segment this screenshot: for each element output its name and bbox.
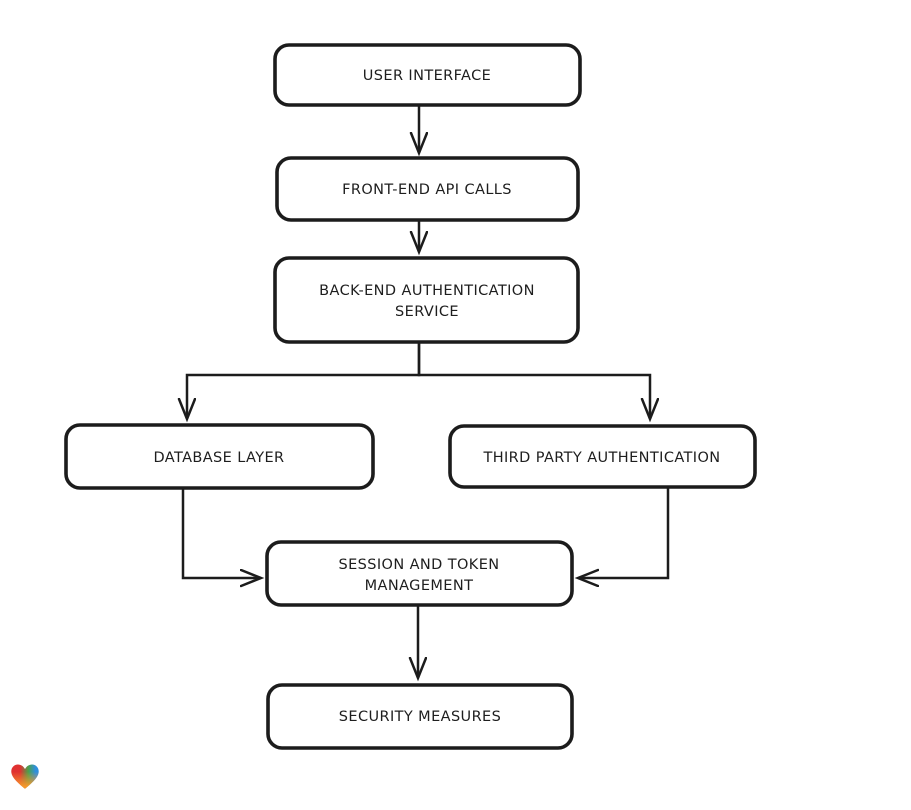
node-session-and-token-management: SESSION AND TOKEN MANAGEMENT	[265, 540, 574, 607]
node-database-layer-label: DATABASE LAYER	[153, 450, 284, 466]
node-front-end-api-calls-label: FRONT-END API CALLS	[342, 182, 512, 198]
node-front-end-api-calls: FRONT-END API CALLS	[275, 156, 580, 222]
edge-back-end-authentication-service-to-database-layer	[187, 342, 421, 419]
heart-icon	[11, 764, 39, 789]
edge-database-layer-to-session-and-token-management	[181, 488, 261, 578]
node-session-and-token-management-box	[265, 540, 574, 607]
node-database-layer: DATABASE LAYER	[64, 423, 375, 490]
node-third-party-authentication: THIRD PARTY AUTHENTICATION	[448, 424, 757, 489]
node-third-party-authentication-box	[448, 424, 757, 489]
edge-third-party-authentication-to-session-and-token-management	[578, 487, 670, 578]
node-back-end-authentication-service: BACK-END AUTHENTICATION SERVICE	[273, 256, 580, 344]
node-session-and-token-management-label-line2: MANAGEMENT	[365, 578, 474, 594]
node-user-interface-label: USER INTERFACE	[363, 68, 491, 84]
brand-watermark	[10, 762, 40, 792]
node-back-end-authentication-service-label-line1: BACK-END AUTHENTICATION	[319, 283, 535, 299]
node-security-measures: SECURITY MEASURES	[266, 683, 574, 750]
node-back-end-authentication-service-label-line2: SERVICE	[395, 304, 459, 320]
edge-back-end-authentication-service-to-third-party-authentication	[417, 342, 650, 419]
node-third-party-authentication-label: THIRD PARTY AUTHENTICATION	[482, 450, 720, 466]
node-user-interface: USER INTERFACE	[273, 43, 582, 107]
node-back-end-authentication-service-box	[273, 256, 580, 344]
node-security-measures-label: SECURITY MEASURES	[339, 709, 501, 725]
node-session-and-token-management-label-line1: SESSION AND TOKEN	[338, 557, 499, 573]
node-security-measures-box	[266, 683, 574, 750]
node-user-interface-box	[273, 43, 582, 107]
node-front-end-api-calls-box	[275, 156, 580, 222]
node-database-layer-box	[64, 423, 375, 490]
